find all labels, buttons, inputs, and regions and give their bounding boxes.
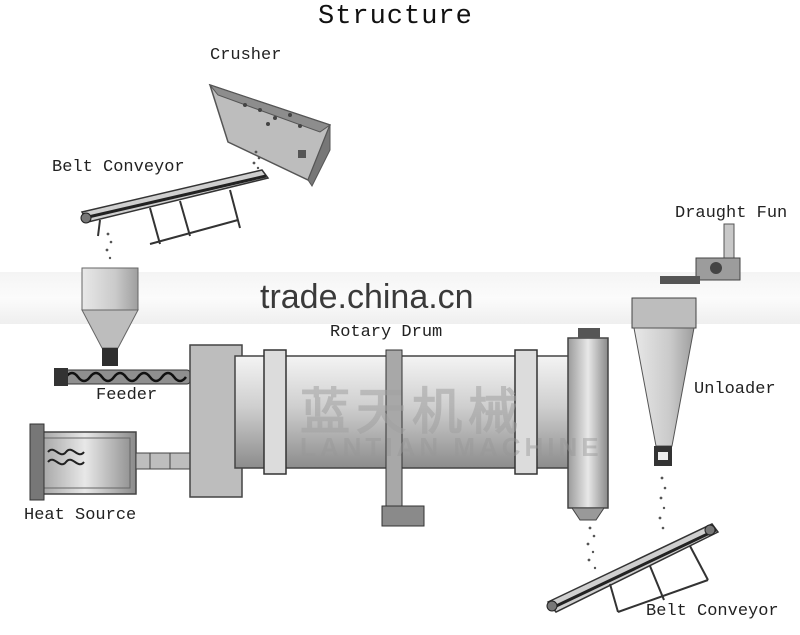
label-belt-conveyor-top: Belt Conveyor xyxy=(52,158,185,177)
unloader-cyclone xyxy=(631,297,697,466)
material-stream-4 xyxy=(658,476,667,530)
rotary-drum xyxy=(189,328,609,527)
material-stream-2 xyxy=(105,232,113,260)
belt-conveyor-top xyxy=(80,169,270,245)
label-rotary-drum: Rotary Drum xyxy=(330,323,443,342)
heat-source xyxy=(29,423,195,501)
belt-conveyor-bottom xyxy=(546,523,720,613)
material-stream-3 xyxy=(586,526,597,570)
watermark-brand-en: LANTIAN MACHINE xyxy=(300,432,603,462)
crusher xyxy=(208,83,332,187)
label-belt-conveyor-bottom: Belt Conveyor xyxy=(646,602,779,621)
label-unloader: Unloader xyxy=(694,380,776,399)
feeder xyxy=(54,267,191,386)
label-heat-source: Heat Source xyxy=(24,506,137,525)
watermark-site: trade.china.cn xyxy=(260,278,474,316)
label-draught-fun: Draught Fun xyxy=(675,204,788,223)
diagram-title: Structure xyxy=(318,2,473,32)
label-feeder: Feeder xyxy=(96,386,158,405)
draught-fan xyxy=(660,223,741,284)
watermark-brand-cn: 蓝天机械 xyxy=(300,383,524,441)
label-crusher: Crusher xyxy=(210,46,282,65)
